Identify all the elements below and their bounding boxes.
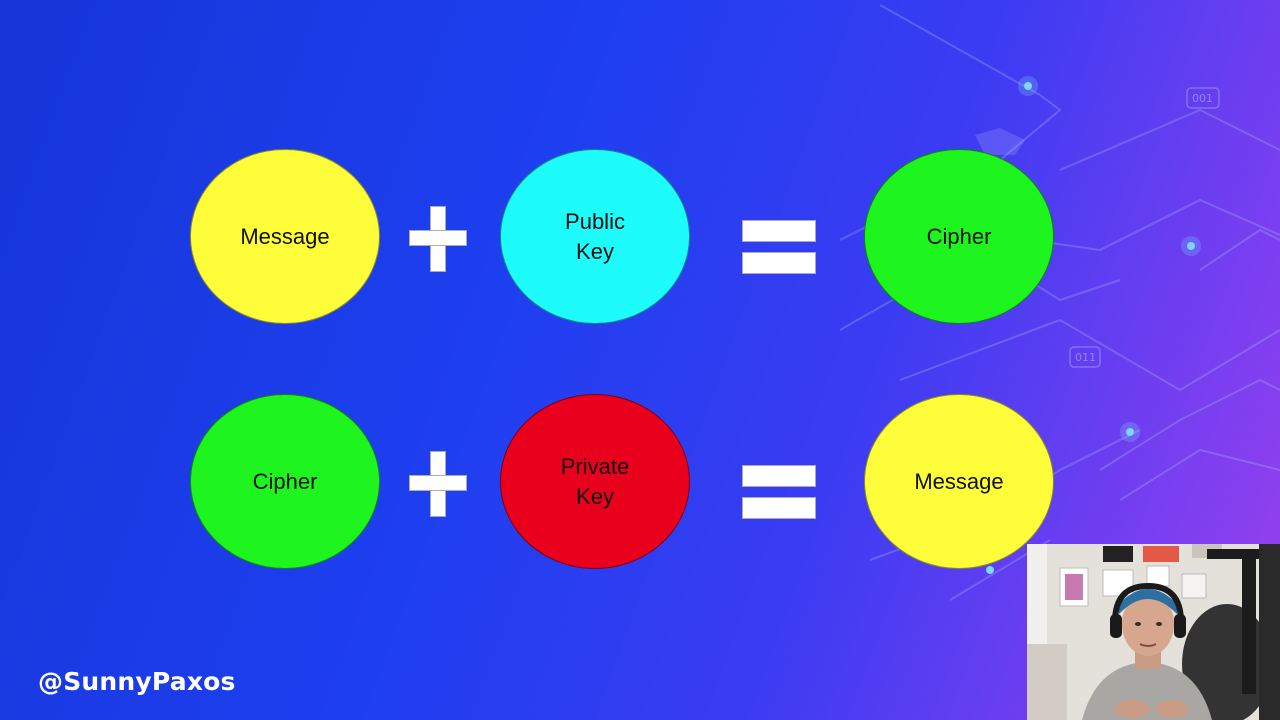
message-circle: Message [864, 394, 1054, 569]
cipher-circle: Cipher [190, 394, 380, 569]
plus-icon [409, 451, 467, 517]
public-key-circle: Public Key [500, 149, 690, 324]
presenter-video-frame [1027, 544, 1280, 720]
bg-tag-011: 011 [1075, 351, 1096, 364]
cipher-label: Cipher [926, 223, 992, 249]
equals-icon [742, 220, 816, 274]
presenter-handle: @SunnyPaxos [38, 667, 236, 696]
message-circle: Message [190, 149, 380, 324]
message-label: Message [914, 468, 1004, 494]
public-key-label: Public Key [565, 208, 625, 264]
plus-icon [409, 206, 467, 272]
message-label: Message [240, 223, 330, 249]
private-key-label: Private Key [560, 453, 630, 509]
bg-tag-001: 001 [1192, 92, 1213, 105]
cipher-label: Cipher [252, 468, 318, 494]
private-key-circle: Private Key [500, 394, 690, 569]
webcam-overlay [1027, 544, 1280, 720]
cipher-circle: Cipher [864, 149, 1054, 324]
equals-icon [742, 465, 816, 519]
